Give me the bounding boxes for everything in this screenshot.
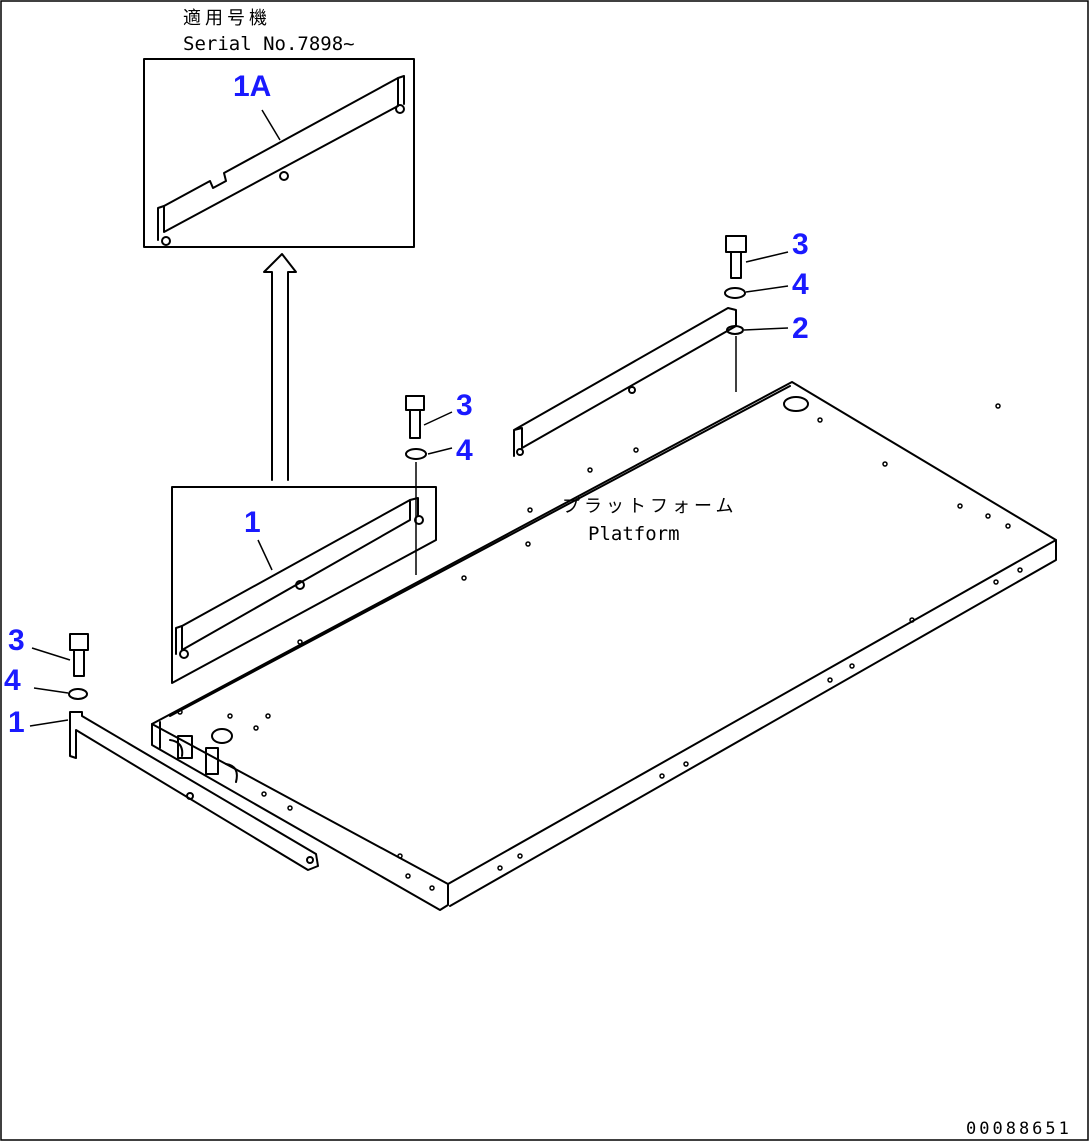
bolt-left — [31, 633, 89, 677]
bracket-right — [513, 307, 789, 457]
callout-3-left: 3 — [8, 624, 25, 657]
bracket-left — [29, 711, 319, 871]
inset-box-1 — [171, 486, 437, 684]
platform-body — [151, 381, 1057, 911]
callout-1-inset: 1 — [244, 506, 261, 539]
callout-3-mid: 3 — [456, 389, 473, 422]
washer-left — [33, 687, 88, 700]
callout-1-left: 1 — [8, 706, 25, 739]
callout-4-mid: 4 — [456, 434, 473, 467]
platform-label-en: Platform — [588, 523, 680, 545]
upward-arrow-icon — [263, 253, 297, 481]
callout-2-right: 2 — [792, 312, 809, 345]
bolt-mid — [405, 395, 453, 439]
washer-mid — [405, 447, 453, 575]
callout-1a: 1A — [233, 70, 271, 103]
bolt-right — [725, 235, 789, 279]
platform-label-jp: プラットフォーム — [562, 496, 737, 517]
washer-right — [724, 285, 789, 299]
callout-4-right: 4 — [792, 268, 809, 301]
callout-3-right: 3 — [792, 228, 809, 261]
platform-holes — [177, 403, 1023, 891]
drawing-number: 00088651 — [966, 1119, 1072, 1139]
inset-box-1a — [143, 58, 415, 248]
serial-number-label: Serial No.7898~ — [183, 33, 355, 55]
callout-4-left: 4 — [4, 664, 21, 697]
applicable-serial-jp: 適用号機 — [183, 8, 271, 29]
